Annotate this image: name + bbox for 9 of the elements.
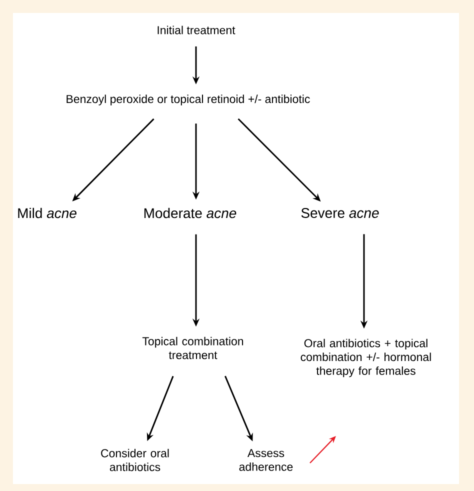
step-text: Moderate acne xyxy=(144,208,236,218)
step-text: Severe acne xyxy=(301,208,379,218)
step-text: Initial treatment xyxy=(158,26,236,34)
step-text: Topical combination treatment xyxy=(142,336,244,360)
step-text: Assess adherence xyxy=(239,449,293,471)
step-text: Mild acne xyxy=(18,208,76,218)
step-text: Consider oral antibiotics xyxy=(101,448,169,472)
step-text: Oral antibiotics + topical combination +/- hormonal therapy for females xyxy=(300,338,431,378)
step-text: Benzoyl peroxide or topical retinoid +/- antibiotic xyxy=(66,94,310,106)
